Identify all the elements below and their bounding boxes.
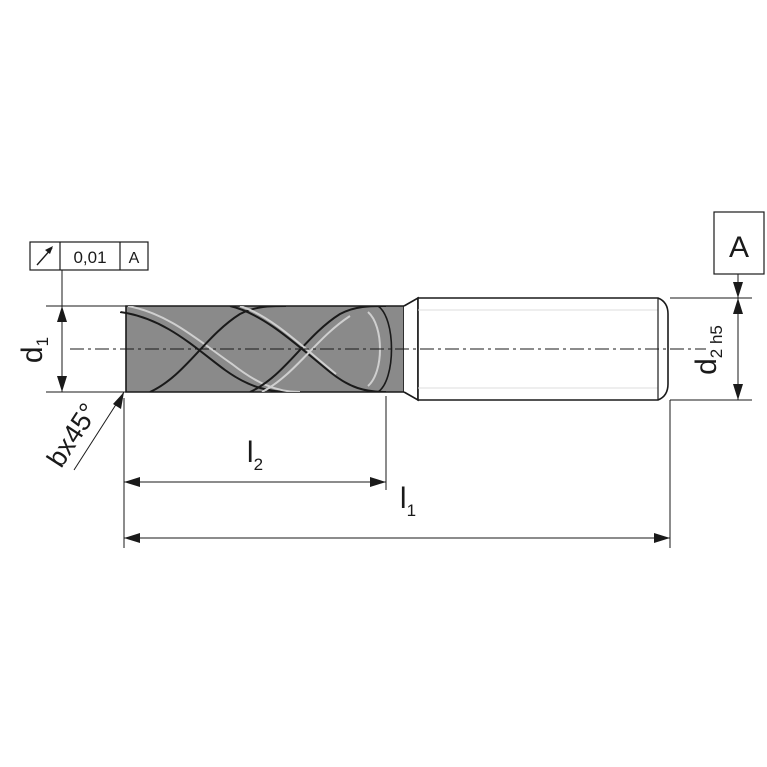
l1-dimension: [124, 533, 670, 543]
helix-groove-4: [249, 306, 386, 392]
helix-groove-1: [120, 311, 291, 392]
d2-dimension: [733, 274, 743, 400]
runout-tolerance-value: 0,01: [73, 248, 106, 267]
extension-lines: [46, 270, 752, 548]
d1-dimension: [57, 306, 67, 392]
l2-dimension: [124, 477, 386, 487]
cutting-flutes: [120, 305, 405, 393]
l2-label: l2: [247, 436, 263, 474]
shank: [417, 297, 669, 401]
chamfer-label: bx45°: [41, 398, 104, 473]
flute-runout: [377, 305, 393, 393]
flute-helix-group: [120, 306, 386, 392]
l1-label: l1: [400, 482, 416, 520]
datum-label: A: [729, 231, 749, 264]
circular-runout-icon: [36, 246, 53, 266]
datum-box: A: [713, 211, 765, 275]
helix-groove-1b: [127, 306, 301, 392]
runout-datum-ref: A: [129, 250, 140, 267]
helix-groove-3: [229, 306, 386, 392]
tolerance-frame: 0,01 A: [29, 241, 149, 271]
d2-label: d2 h5: [690, 325, 726, 375]
helix-groove-2: [149, 306, 287, 392]
helix-highlight-2: [261, 315, 351, 392]
helix-highlight-3: [239, 306, 337, 375]
chamfer-leader: [73, 391, 125, 471]
d1-label: d1: [16, 337, 52, 363]
